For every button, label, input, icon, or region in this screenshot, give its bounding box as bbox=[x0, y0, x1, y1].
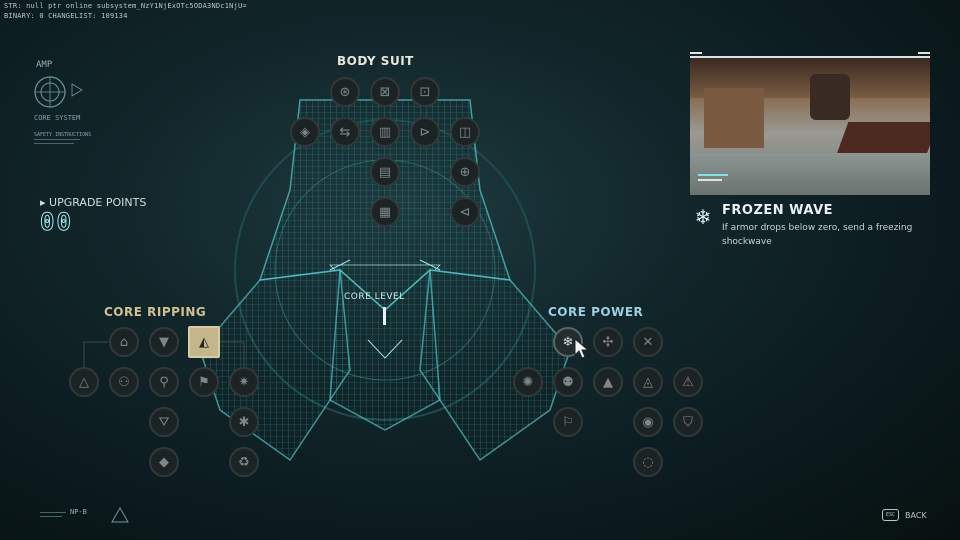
body-suit-node[interactable]: ▦ bbox=[370, 197, 400, 227]
debug-changelist: BINARY: 0 CHANGELIST: 109134 bbox=[4, 12, 128, 20]
body-suit-node[interactable]: ⊲ bbox=[450, 197, 480, 227]
core-level-label: CORE LEVEL bbox=[344, 292, 405, 302]
preview-top-bar bbox=[690, 52, 930, 54]
divider bbox=[34, 143, 74, 144]
body-suit-title: BODY SUIT bbox=[337, 54, 414, 68]
snowflake-icon: ❄ bbox=[562, 334, 574, 350]
core-power-node[interactable]: ▲ bbox=[593, 367, 623, 397]
core-ripping-node[interactable]: ⚑ bbox=[189, 367, 219, 397]
safety-instructions: SAFETY INSTRUCTIONS bbox=[34, 132, 92, 138]
divider bbox=[34, 139, 80, 140]
body-suit-node[interactable]: ⊠ bbox=[370, 77, 400, 107]
footer-code: NP-B bbox=[70, 508, 87, 516]
upgrade-points-value: 00 bbox=[40, 208, 73, 237]
core-ripping-node[interactable]: ▼ bbox=[149, 327, 179, 357]
core-ripping-node[interactable]: ♻ bbox=[229, 447, 259, 477]
core-ripping-node[interactable]: ⚇ bbox=[109, 367, 139, 397]
core-ripping-node[interactable]: ✷ bbox=[229, 367, 259, 397]
core-ripping-node[interactable]: ✱ bbox=[229, 407, 259, 437]
mouse-cursor-icon bbox=[574, 338, 590, 359]
core-ripping-title: CORE RIPPING bbox=[104, 305, 207, 319]
core-ripping-node[interactable]: ⚲ bbox=[149, 367, 179, 397]
core-ripping-node[interactable]: ⛛ bbox=[149, 407, 179, 437]
body-suit-node[interactable]: ▤ bbox=[370, 157, 400, 187]
core-power-node[interactable]: ⛉ bbox=[673, 407, 703, 437]
core-power-node[interactable]: ✣ bbox=[593, 327, 623, 357]
preview-floor bbox=[690, 153, 930, 195]
core-ripping-node[interactable]: △ bbox=[69, 367, 99, 397]
core-power-node[interactable]: ✺ bbox=[513, 367, 543, 397]
esc-key-icon: ESC bbox=[882, 509, 900, 521]
preview-hud-bar bbox=[698, 179, 722, 181]
core-ripping-node[interactable]: ⌂ bbox=[109, 327, 139, 357]
back-label: BACK bbox=[905, 510, 927, 520]
body-suit-node[interactable]: ⇆ bbox=[330, 117, 360, 147]
core-power-title: CORE POWER bbox=[548, 305, 644, 319]
core-power-node[interactable]: ✕ bbox=[633, 327, 663, 357]
body-suit-node[interactable]: ▥ bbox=[370, 117, 400, 147]
body-suit-node[interactable]: ◈ bbox=[290, 117, 320, 147]
skill-description: If armor drops below zero, send a freezi… bbox=[722, 223, 913, 247]
core-ripping-node[interactable]: ◆ bbox=[149, 447, 179, 477]
upgrade-points-label: ▸ UPGRADE POINTS bbox=[40, 196, 147, 209]
debug-string: STR: null ptr online subsystem_NzY1NjExO… bbox=[4, 2, 247, 10]
core-power-node[interactable]: ⚠ bbox=[673, 367, 703, 397]
preview-wall bbox=[704, 88, 764, 148]
core-ripping-node-selected[interactable]: ◭ bbox=[188, 326, 220, 358]
core-system-emblem-icon bbox=[34, 76, 83, 108]
core-system-label: CORE SYSTEM bbox=[34, 114, 81, 122]
body-suit-node[interactable]: ⊳ bbox=[410, 117, 440, 147]
core-level-indicator bbox=[383, 307, 386, 325]
skill-preview-video bbox=[690, 56, 930, 195]
core-power-node[interactable]: ⚉ bbox=[553, 367, 583, 397]
body-suit-node[interactable]: ⊛ bbox=[330, 77, 360, 107]
footer-emblem-icon bbox=[40, 506, 129, 523]
body-suit-node[interactable]: ⊡ bbox=[410, 77, 440, 107]
body-suit-node[interactable]: ⊕ bbox=[450, 157, 480, 187]
snowflake-icon: ❄ bbox=[694, 205, 712, 229]
amp-label: AMP bbox=[36, 60, 53, 70]
preview-hud-bar bbox=[698, 174, 728, 176]
core-power-node[interactable]: ◬ bbox=[633, 367, 663, 397]
back-button[interactable]: ESC BACK bbox=[882, 509, 927, 521]
preview-enemy bbox=[810, 74, 850, 120]
core-power-node[interactable]: ◉ bbox=[633, 407, 663, 437]
core-power-node[interactable]: ⚐ bbox=[553, 407, 583, 437]
core-power-node[interactable]: ◌ bbox=[633, 447, 663, 477]
skill-name: FROZEN WAVE bbox=[722, 203, 834, 218]
body-suit-node[interactable]: ◫ bbox=[450, 117, 480, 147]
